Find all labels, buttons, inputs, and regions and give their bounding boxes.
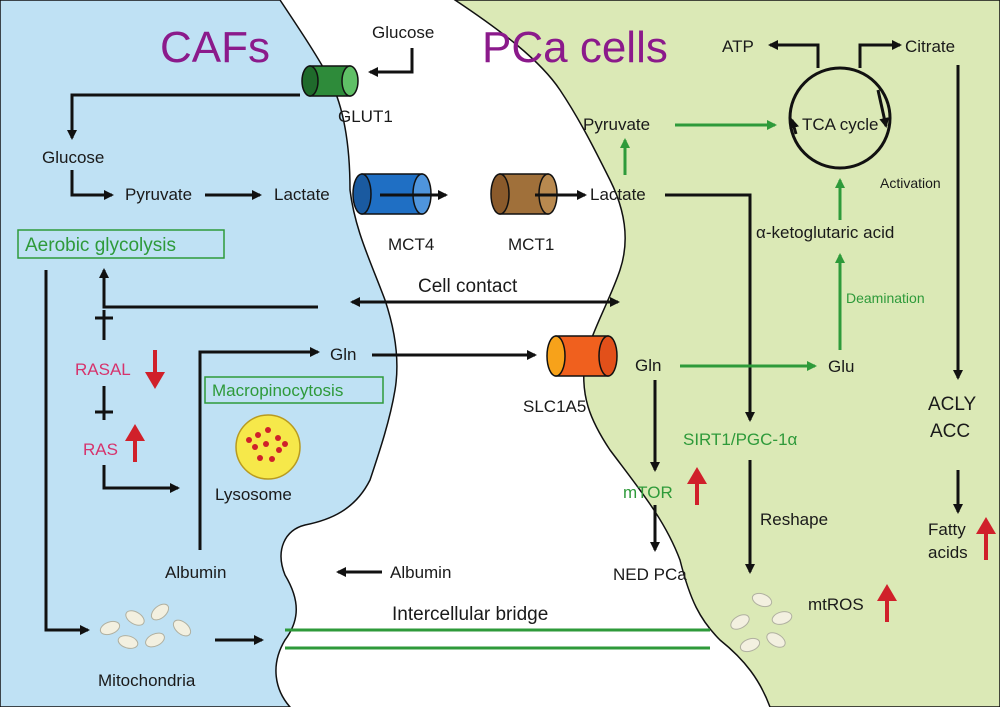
- glucose-import-arrow: [368, 48, 414, 77]
- cell-contact-label: Cell contact: [418, 276, 518, 297]
- rasal-down-arrow-head: [145, 372, 165, 389]
- mct4-label: MCT4: [388, 235, 434, 254]
- gln-pca-label: Gln: [635, 356, 661, 375]
- glu-label: Glu: [828, 357, 854, 376]
- glucose-top-label: Glucose: [372, 23, 434, 42]
- tca-arrow-right: [876, 89, 890, 128]
- mitochondria-icon-group-pca: [730, 592, 793, 653]
- macropinocytosis-box: [204, 376, 384, 404]
- glucose-into-caf-arrow: [67, 93, 300, 140]
- lactate-pca-label: Lactate: [590, 185, 646, 204]
- fatty-label: Fatty: [928, 520, 966, 539]
- cell-contact-to-glycolysis-arrow: [99, 268, 318, 309]
- tca-to-atp-arrow: [768, 40, 820, 68]
- reshape-label: Reshape: [760, 510, 828, 529]
- tca-label: TCA cycle: [802, 115, 879, 134]
- intercellular-bridge-label: Intercellular bridge: [392, 604, 548, 625]
- acc-label: ACC: [930, 421, 970, 442]
- slc1a5-label: SLC1A5: [523, 397, 586, 416]
- mtros-up-arrow-head: [877, 584, 897, 601]
- mitochondria-label: Mitochondria: [98, 671, 196, 690]
- mtor-label: mTOR: [623, 483, 673, 502]
- aerobic-glycolysis-label: Aerobic glycolysis: [25, 235, 176, 256]
- albumin-mid-label: Albumin: [390, 563, 451, 582]
- activation-label: Activation: [880, 175, 941, 191]
- albumin-caf-label: Albumin: [165, 563, 226, 582]
- lactate-to-sirt1-arrow: [665, 193, 755, 422]
- tca-to-citrate-arrow: [858, 40, 902, 68]
- mitochondria-icon-group-caf: [99, 603, 192, 649]
- ras-label: RAS: [83, 440, 118, 459]
- acids-label: acids: [928, 543, 968, 562]
- glut1-label: GLUT1: [338, 107, 393, 126]
- pca-title: PCa cells: [482, 23, 668, 72]
- aerobic-glycolysis-box: [17, 229, 225, 259]
- caf-title: CAFs: [160, 23, 270, 72]
- akg-label: α-ketoglutaric acid: [756, 223, 894, 242]
- acly-label: ACLY: [928, 394, 977, 415]
- lysosome-label: Lysosome: [215, 485, 292, 504]
- caf-region: [0, 0, 398, 707]
- tca-cycle-circle: [788, 66, 892, 170]
- mtros-label: mtROS: [808, 595, 864, 614]
- citrate-label: Citrate: [905, 37, 955, 56]
- mct1-label: MCT1: [508, 235, 554, 254]
- glut1-transporter: [301, 65, 359, 97]
- deamination-label: Deamination: [846, 290, 925, 306]
- ras-up-arrow-head: [125, 424, 145, 441]
- pyruvate-caf-label: Pyruvate: [125, 185, 192, 204]
- atp-label: ATP: [722, 37, 754, 56]
- slc1a5-transporter: [546, 335, 618, 377]
- sirt1-label: SIRT1/PGC-1α: [683, 430, 798, 449]
- glycolysis-to-mitochondria-arrow: [44, 270, 90, 635]
- mtor-up-arrow-head: [687, 467, 707, 484]
- glucose-caf-label: Glucose: [42, 148, 104, 167]
- ras-to-lysosome-arrow: [102, 465, 180, 493]
- glucose-to-pyruvate-arrow: [70, 170, 114, 200]
- albumin-to-gln-arrow: [198, 347, 320, 550]
- tca-arrow-left: [789, 118, 800, 135]
- lactate-caf-label: Lactate: [274, 185, 330, 204]
- lysosome-icon: [235, 414, 301, 480]
- gln-caf-label: Gln: [330, 345, 356, 364]
- ned-pca-label: NED PCa: [613, 565, 687, 584]
- pyruvate-pca-label: Pyruvate: [583, 115, 650, 134]
- macropinocytosis-label: Macropinocytosis: [212, 381, 343, 400]
- fatty-up-arrow-head: [976, 517, 996, 534]
- rasal-label: RASAL: [75, 360, 131, 379]
